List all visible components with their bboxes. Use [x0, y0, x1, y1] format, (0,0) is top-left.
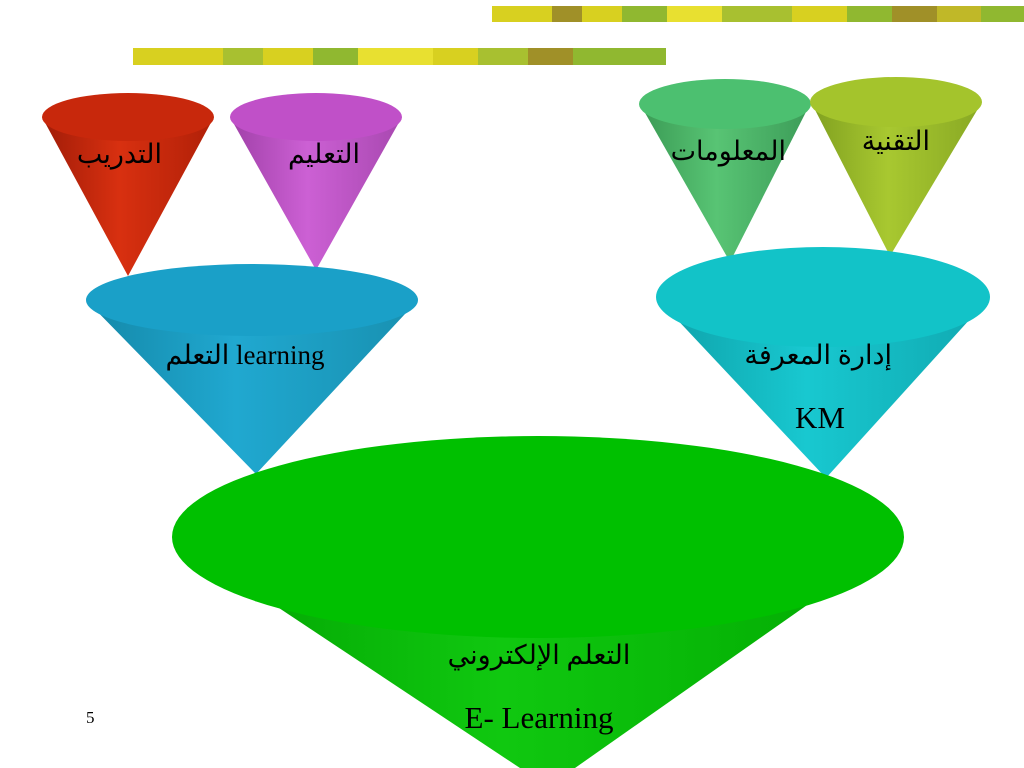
- cone-training: [42, 93, 214, 276]
- cone-teaching: [230, 93, 402, 270]
- cone-learning: [86, 264, 418, 474]
- label-technology: التقنية: [861, 126, 930, 156]
- page-number: 5: [86, 708, 95, 727]
- decorative-stripe-middle: [133, 48, 666, 65]
- label-km-arabic: إدارة المعرفة: [744, 340, 892, 370]
- label-elearning-english: E- Learning: [464, 700, 614, 735]
- cone-technology: [810, 77, 982, 256]
- cone-elearning: [172, 436, 904, 768]
- cone-km: [656, 247, 990, 478]
- label-elearning-arabic: التعلم الإلكتروني: [447, 640, 631, 670]
- label-learning: التعلم learning: [165, 340, 325, 370]
- label-training: التدريب: [76, 139, 162, 169]
- cone-information: [639, 79, 811, 262]
- decorative-stripe-top: [492, 6, 1024, 22]
- label-information: المعلومات: [670, 136, 786, 166]
- label-teaching: التعليم: [288, 139, 360, 169]
- label-km-english: KM: [795, 400, 845, 435]
